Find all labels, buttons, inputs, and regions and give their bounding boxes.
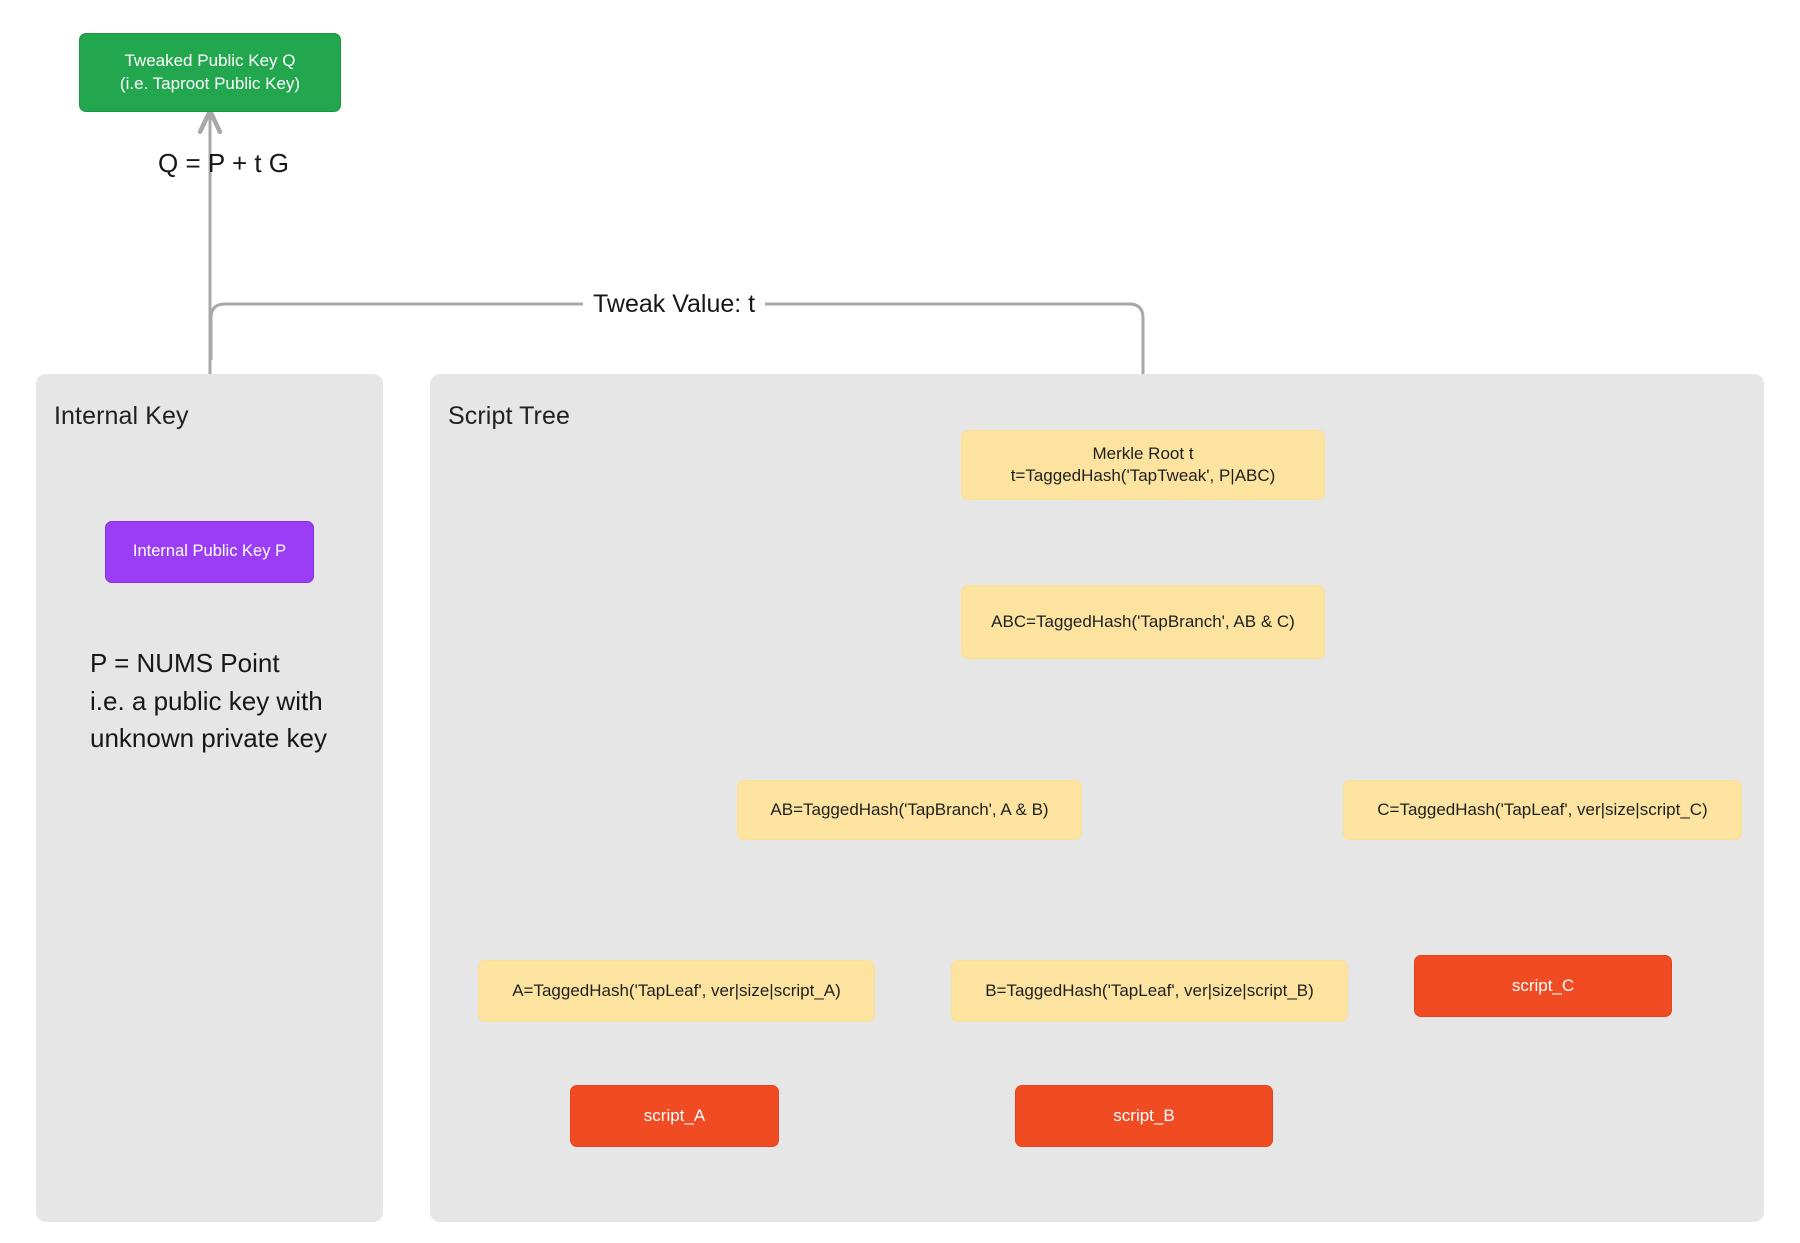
node-tweaked-public-key[interactable]: Tweaked Public Key Q (i.e. Taproot Publi… (79, 33, 341, 112)
panel-script-tree-title: Script Tree (448, 402, 570, 430)
node-script-b[interactable]: script_B (1015, 1085, 1273, 1147)
node-script-c[interactable]: script_C (1414, 955, 1672, 1017)
label-tweak-equation: Q = P + t G (158, 148, 290, 178)
node-abc-branch[interactable]: ABC=TaggedHash('TapBranch', AB & C) (961, 585, 1325, 659)
panel-internal-key (36, 374, 383, 1222)
node-merkle-root[interactable]: Merkle Root t t=TaggedHash('TapTweak', P… (961, 430, 1325, 500)
label-nums-note: P = NUMS Point i.e. a public key with un… (90, 648, 328, 754)
node-script-a[interactable]: script_A (570, 1085, 779, 1147)
node-c-leaf[interactable]: C=TaggedHash('TapLeaf', ver|size|script_… (1343, 780, 1742, 840)
node-b-leaf[interactable]: B=TaggedHash('TapLeaf', ver|size|script_… (951, 960, 1348, 1022)
panel-internal-key-title: Internal Key (54, 402, 189, 430)
node-ab-branch[interactable]: AB=TaggedHash('TapBranch', A & B) (737, 780, 1082, 840)
node-a-leaf[interactable]: A=TaggedHash('TapLeaf', ver|size|script_… (478, 960, 875, 1022)
label-tweak-value: Tweak Value: t (583, 290, 766, 319)
node-internal-public-key[interactable]: Internal Public Key P (105, 521, 314, 583)
